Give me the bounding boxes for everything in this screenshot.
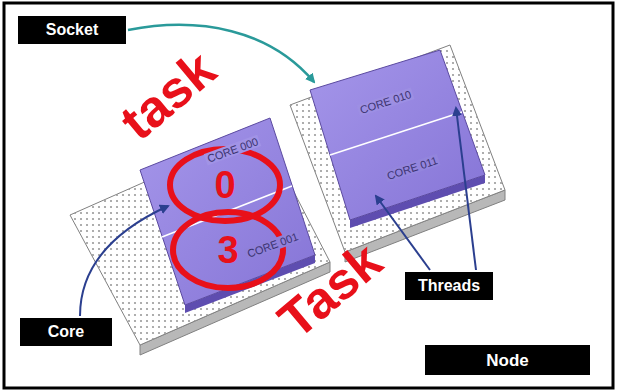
- task-number: 0: [214, 166, 235, 204]
- core-name: CORE 000: [203, 135, 261, 166]
- threads-label: Threads: [405, 272, 493, 300]
- frame: [4, 3, 613, 388]
- right-socket: [290, 45, 505, 262]
- core-name: CORE 011: [384, 154, 441, 183]
- core-label: Core: [20, 318, 112, 346]
- task-watermark: Task: [268, 231, 393, 349]
- core-leader: [80, 206, 168, 316]
- node-label: Node: [425, 345, 590, 375]
- thread-leader: [456, 108, 476, 270]
- core-name: CORE 001: [243, 230, 301, 261]
- label-text: Socket: [46, 22, 98, 38]
- label-text: Node: [486, 352, 529, 369]
- socket-label: Socket: [18, 16, 126, 44]
- task-watermark: task: [110, 40, 226, 151]
- label-text: Core: [48, 324, 84, 340]
- task-number: 3: [217, 231, 238, 269]
- thread-leader: [376, 196, 430, 270]
- core-name: CORE 010: [356, 87, 414, 116]
- label-text: Threads: [418, 278, 480, 294]
